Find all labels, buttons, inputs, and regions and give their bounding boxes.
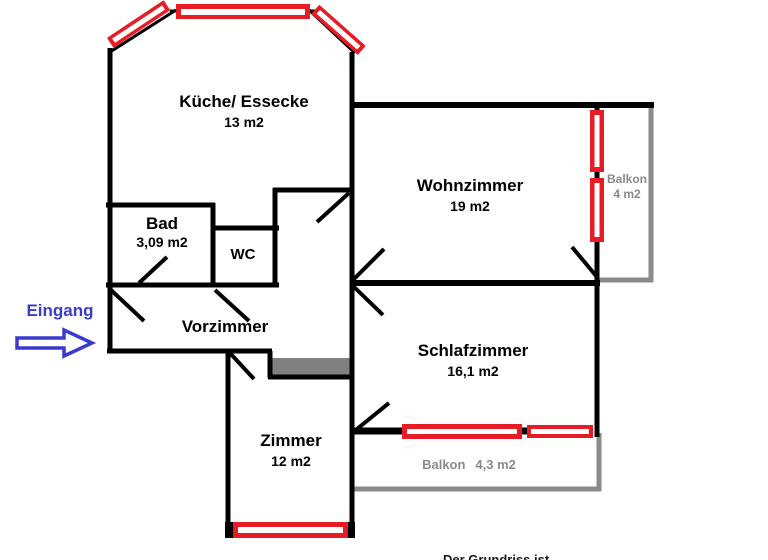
room-label-vorzimmer: Vorzimmer (182, 316, 269, 337)
entrance-arrow-icon (15, 327, 97, 359)
door-wohnzimmer-balcony (570, 245, 599, 279)
room-name: Küche/ Essecke (179, 92, 309, 111)
window-zimmer-bottom-icon (233, 522, 348, 538)
room-label-schlafzimmer: Schlafzimmer 16,1 m2 (418, 340, 529, 381)
room-name: Vorzimmer (181, 317, 269, 336)
bottom-caption: Der Grundriss ist (443, 552, 549, 560)
door-divider-lower (350, 283, 385, 317)
door-bad (137, 255, 169, 285)
door-zimmer (227, 350, 256, 381)
room-name: Balkon (422, 457, 466, 472)
room-area: 12 m2 (271, 453, 311, 470)
window-schlafzimmer-left-icon (402, 424, 522, 439)
room-name: WC (230, 246, 256, 263)
room-name: Bad (145, 214, 179, 233)
door-swings (109, 191, 599, 431)
room-name: Schlafzimmer (417, 341, 529, 360)
room-area: 4,3 m2 (475, 457, 516, 472)
room-label-balkon-bottom: Balkon 4,3 m2 (422, 457, 516, 473)
entrance-label: Eingang (26, 300, 93, 321)
wall-bay-left (109, 8, 177, 54)
windows (106, 0, 604, 538)
room-name: Zimmer (260, 431, 322, 450)
gray-niche-block (272, 358, 352, 375)
door-entrance-swing (109, 288, 146, 323)
room-label-kueche: Küche/ Essecke 13 m2 (179, 91, 308, 132)
window-bay-right-icon (311, 4, 366, 55)
window-bay-top-icon (176, 4, 310, 19)
door-kitchen (315, 191, 351, 224)
room-area: 16,1 m2 (447, 363, 499, 380)
room-area: 13 m2 (224, 114, 264, 131)
balcony-outlines (354, 107, 654, 492)
room-label-bad: Bad 3,09 m2 (136, 213, 187, 252)
entrance-text: Eingang (26, 301, 94, 320)
window-wohnzimmer-upper-icon (590, 110, 604, 172)
door-schlafzimmer-balcony (355, 401, 391, 431)
window-wohnzimmer-lower-icon (590, 178, 604, 242)
room-label-zimmer: Zimmer 12 m2 (260, 430, 321, 471)
room-area: 19 m2 (450, 198, 490, 215)
window-schlafzimmer-right-icon (527, 425, 593, 438)
walls (106, 8, 654, 532)
door-wc (213, 288, 251, 323)
room-label-balkon-right: Balkon 4 m2 (607, 172, 647, 202)
caption-text: Der Grundriss ist (443, 552, 550, 560)
door-divider-upper (350, 247, 386, 283)
room-label-wc: WC (231, 246, 256, 265)
room-area: 4 m2 (613, 187, 641, 201)
room-label-wohnzimmer: Wohnzimmer 19 m2 (417, 175, 523, 216)
room-area: 3,09 m2 (136, 234, 188, 251)
window-bay-left-icon (106, 0, 171, 48)
room-name: Wohnzimmer (416, 176, 524, 195)
room-name: Balkon (606, 172, 648, 186)
